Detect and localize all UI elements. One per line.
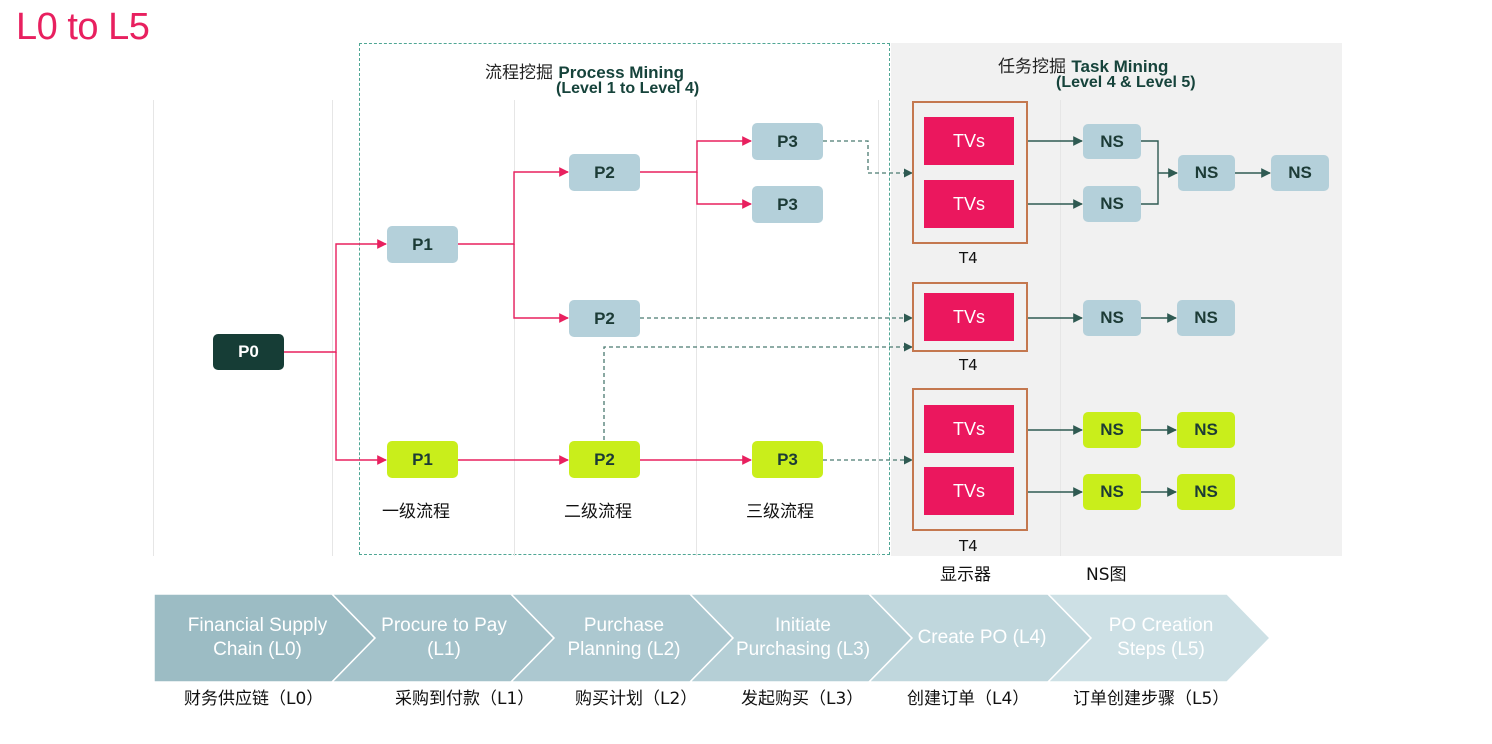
tvs-node: TVs — [924, 467, 1014, 515]
ns-node: NS — [1178, 155, 1235, 191]
column-label: 显示器 — [940, 565, 991, 585]
chevron-label-l3: Initiate Purchasing (L3) — [735, 615, 871, 660]
chevron-cn-l2: 购买计划（L2） — [575, 689, 698, 709]
node-p2: P2 — [569, 300, 640, 337]
node-p3: P3 — [752, 441, 823, 478]
process-mining-header: 流程挖掘 Process Mining — [485, 63, 685, 83]
chevron-label-l1: Procure to Pay (L1) — [381, 615, 507, 660]
node-p3: P3 — [752, 186, 823, 223]
level-label: 三级流程 — [746, 502, 814, 522]
node-p0: P0 — [213, 334, 284, 370]
ns-node: NS — [1083, 124, 1141, 159]
node-p2: P2 — [569, 441, 640, 478]
ns-node: NS — [1083, 474, 1141, 510]
node-p2: P2 — [569, 154, 640, 191]
t4-label: T4 — [959, 356, 978, 374]
tvs-node: TVs — [924, 117, 1014, 165]
tvs-node: TVs — [924, 180, 1014, 228]
column-divider — [878, 100, 879, 556]
page-title: L0 to L5 — [16, 6, 150, 48]
node-p1: P1 — [387, 226, 458, 263]
node-p3: P3 — [752, 123, 823, 160]
column-divider — [514, 100, 515, 556]
chevron-cn-l4: 创建订单（L4） — [907, 689, 1030, 709]
chevron-l5 — [1046, 593, 1272, 683]
chevron-cn-l0: 财务供应链（L0） — [184, 689, 324, 709]
ns-node: NS — [1177, 412, 1235, 448]
ns-node: NS — [1083, 412, 1141, 448]
process-mining-levels: (Level 1 to Level 4) — [556, 80, 700, 97]
chevron-label-l2: Purchase Planning (L2) — [567, 615, 681, 660]
ns-node: NS — [1177, 300, 1235, 336]
ns-node: NS — [1271, 155, 1329, 191]
t4-label: T4 — [959, 537, 978, 555]
t4-box — [912, 282, 1028, 352]
chevron-cn-l5: 订单创建步骤（L5） — [1073, 689, 1230, 709]
ns-node: NS — [1177, 474, 1235, 510]
t4-box — [912, 388, 1028, 531]
column-divider — [332, 100, 333, 556]
tvs-node: TVs — [924, 405, 1014, 453]
ns-node: NS — [1083, 186, 1141, 222]
chevron-label-l4: Create PO (L4) — [917, 627, 1047, 648]
level-label: 一级流程 — [382, 502, 450, 522]
chevron-cn-l3: 发起购买（L3） — [741, 689, 864, 709]
t4-label: T4 — [959, 249, 978, 267]
task-mining-levels: (Level 4 & Level 5) — [1056, 74, 1196, 91]
level-label: 二级流程 — [564, 502, 632, 522]
column-divider — [153, 100, 154, 556]
t4-box — [912, 101, 1028, 244]
tvs-node: TVs — [924, 293, 1014, 341]
ns-node: NS — [1083, 300, 1141, 336]
chevron-label-l5: PO Creation Steps (L5) — [1108, 615, 1214, 660]
task-mining-header: 任务挖掘 Task Mining — [998, 57, 1169, 77]
column-divider — [1060, 100, 1061, 556]
column-label: NS图 — [1086, 565, 1127, 585]
chevron-cn-l1: 采购到付款（L1） — [395, 689, 535, 709]
node-p1: P1 — [387, 441, 458, 478]
column-divider — [696, 100, 697, 556]
process-mining-frame — [359, 43, 890, 555]
chevron-label-l0: Financial Supply Chain (L0) — [187, 615, 328, 660]
